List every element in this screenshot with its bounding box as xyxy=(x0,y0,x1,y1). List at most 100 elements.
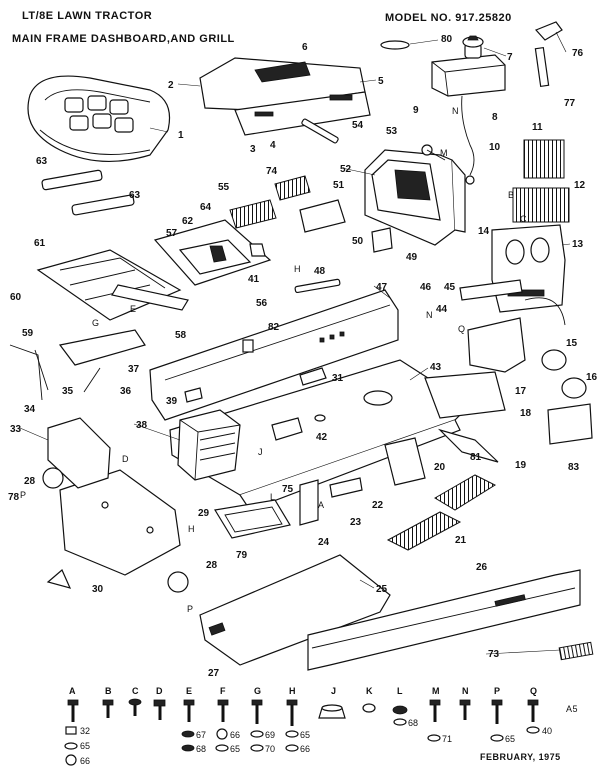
callout-26: 26 xyxy=(476,562,488,573)
emblem-16a xyxy=(541,349,567,371)
hw-letter-f: F xyxy=(220,686,226,696)
shield-33 xyxy=(47,417,111,489)
rod-48 xyxy=(294,278,341,294)
bracket-83 xyxy=(547,403,593,445)
footer-code: A5 xyxy=(566,704,579,714)
hardware-m: M 71 xyxy=(427,686,452,744)
callout-46: 46 xyxy=(420,282,432,293)
hw-ref-65a: 65 xyxy=(80,741,90,751)
rod-34 xyxy=(9,344,43,401)
hw-ref-65c: 65 xyxy=(300,730,310,740)
bracket-17 xyxy=(467,317,526,373)
hw-ref-65d: 65 xyxy=(505,734,515,744)
callout-28b: 28 xyxy=(206,560,218,571)
callout-1: 1 xyxy=(178,130,184,141)
callout-52: 52 xyxy=(340,164,352,175)
strap-63a xyxy=(41,169,103,191)
callout-61: 61 xyxy=(34,238,46,249)
callout-77: 77 xyxy=(564,98,576,109)
cable-15 xyxy=(524,297,566,326)
callout-11: 11 xyxy=(532,122,543,133)
hw-ref-40: 40 xyxy=(542,726,552,736)
fuel-tank xyxy=(431,35,506,97)
callout-4: 4 xyxy=(270,140,276,151)
diagram-title: LT/8E LAWN TRACTOR xyxy=(22,10,153,22)
emblem-16b xyxy=(561,377,587,399)
hardware-l: L 68 xyxy=(392,686,418,728)
hw-letter-e: E xyxy=(186,686,192,696)
diagram-subtitle: MAIN FRAME DASHBOARD,AND GRILL xyxy=(12,33,235,45)
seat xyxy=(27,75,171,162)
hardware-g: G 69 70 xyxy=(250,686,275,754)
callout-59: 59 xyxy=(22,328,34,339)
ref-letter-n: N xyxy=(452,106,459,116)
ref-letter-h: H xyxy=(294,264,301,274)
hw-ref-70: 70 xyxy=(265,744,275,754)
callout-23: 23 xyxy=(350,517,362,528)
callout-55: 55 xyxy=(218,182,230,193)
hardware-b: B xyxy=(102,686,114,718)
callout-81: 81 xyxy=(470,452,482,463)
callout-76: 76 xyxy=(572,48,584,59)
callout-50: 50 xyxy=(352,236,364,247)
callout-25: 25 xyxy=(376,584,388,595)
hardware-k: K xyxy=(362,686,376,713)
rod-54 xyxy=(301,118,339,144)
bracket-58 xyxy=(111,284,189,311)
hw-letter-b: B xyxy=(105,686,112,696)
hw-letter-n: N xyxy=(462,686,469,696)
ref-letter-l: M xyxy=(440,148,448,158)
callout-13: 13 xyxy=(572,239,584,250)
callout-43: 43 xyxy=(430,362,442,373)
rear-panel-47 xyxy=(149,289,399,421)
plate-51 xyxy=(299,199,346,233)
callout-37: 37 xyxy=(128,364,140,375)
grill-screen-11 xyxy=(523,139,565,179)
callout-44: 44 xyxy=(436,304,448,315)
hw-ref-67: 67 xyxy=(196,730,206,740)
fuel-clamp xyxy=(380,40,410,50)
hw-ref-66c: 66 xyxy=(300,744,310,754)
callout-74: 74 xyxy=(266,166,278,177)
callout-36: 36 xyxy=(120,386,132,397)
pin-36 xyxy=(83,367,101,393)
hw-letter-k: K xyxy=(366,686,373,696)
callout-12: 12 xyxy=(574,180,586,191)
ref-letter-c: C xyxy=(520,214,527,224)
hw-ref-66b: 66 xyxy=(230,730,240,740)
side-panel-26 xyxy=(307,569,581,671)
leader-lines xyxy=(19,31,571,655)
callout-51: 51 xyxy=(333,180,345,191)
hw-ref-32: 32 xyxy=(80,726,90,736)
hood xyxy=(199,57,371,136)
hw-letter-p: P xyxy=(494,686,500,696)
callout-47: 47 xyxy=(376,282,388,293)
callout-73: 73 xyxy=(488,649,500,660)
callout-21: 21 xyxy=(455,535,467,546)
part-72 xyxy=(371,227,393,253)
callout-78: 78 xyxy=(8,492,20,503)
callout-24: 24 xyxy=(318,537,330,548)
hardware-key: A 32 65 66 B C D E xyxy=(64,686,552,766)
callout-60: 60 xyxy=(10,292,22,303)
hardware-d: D xyxy=(153,686,166,720)
hw-letter-c: C xyxy=(132,686,139,696)
ref-letter-q: Q xyxy=(458,324,465,334)
hw-ref-68a: 68 xyxy=(196,744,206,754)
callout-41: 41 xyxy=(248,274,260,285)
hardware-n: N xyxy=(459,686,471,720)
part-39 xyxy=(184,387,203,403)
callout-64: 64 xyxy=(200,202,212,213)
callout-63a: 63 xyxy=(36,156,48,167)
callout-15: 15 xyxy=(566,338,578,349)
bracket-37 xyxy=(58,329,146,366)
bracket-76 xyxy=(534,21,563,41)
callout-8: 8 xyxy=(492,112,498,123)
hw-ref-66a: 66 xyxy=(80,756,90,766)
callout-29: 29 xyxy=(198,508,210,519)
hardware-j: J xyxy=(318,686,346,719)
wheel-28b xyxy=(167,571,189,593)
decal-55 xyxy=(229,199,277,229)
callout-labels: 1 2 3 4 5 6 7 8 9 10 11 12 13 14 15 16 1… xyxy=(8,34,598,679)
battery-38 xyxy=(177,409,241,481)
